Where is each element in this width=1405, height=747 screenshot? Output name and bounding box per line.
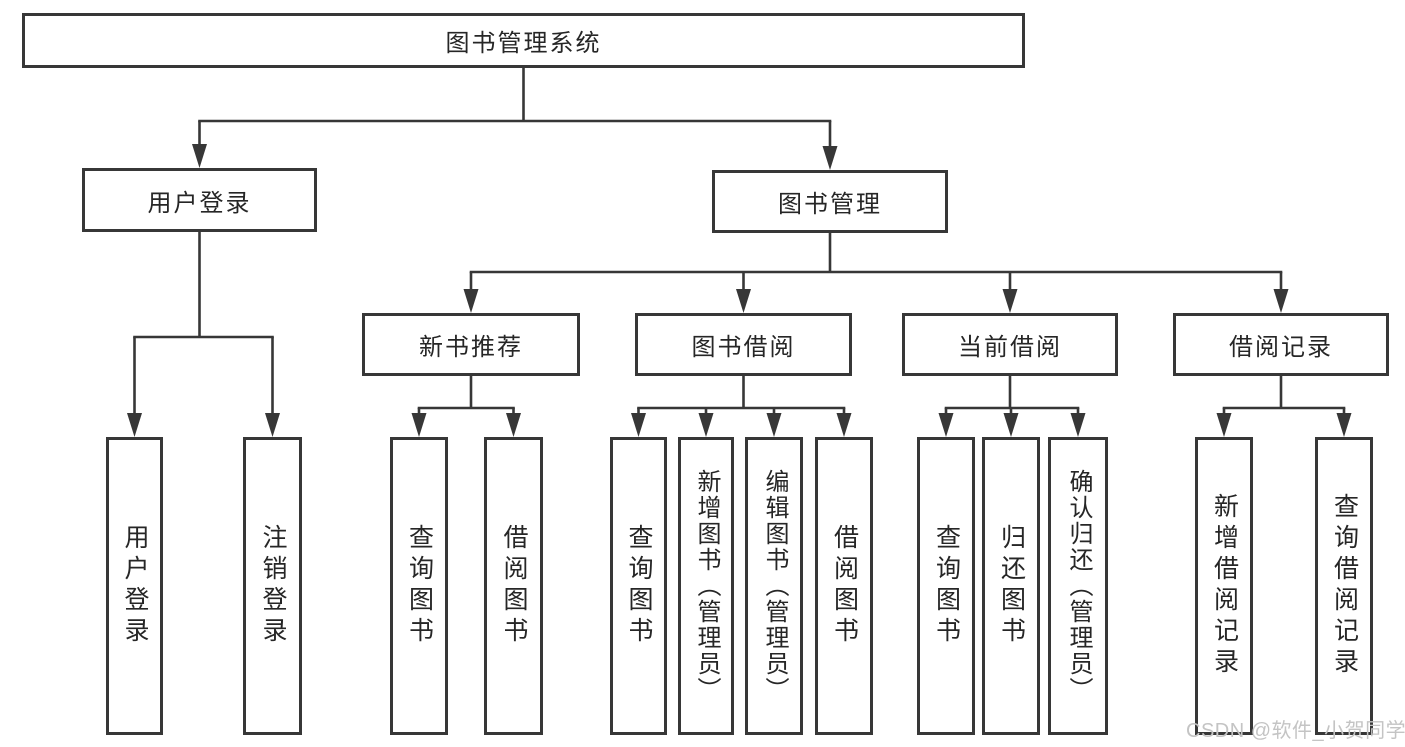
node-new-book-rec: 新书推荐	[362, 313, 580, 376]
node-root-label: 图书管理系统	[445, 30, 602, 57]
node-borrow-records-label: 借阅记录	[1229, 334, 1333, 361]
node-current-borrow: 当前借阅	[902, 313, 1118, 376]
node-root: 图书管理系统	[22, 13, 1025, 68]
leaf-query-books-rec: 查询图书	[390, 437, 448, 735]
leaf-add-book-admin-label: 新增图书（管理员）	[693, 469, 720, 703]
leaf-user-login-label: 用户登录	[121, 524, 149, 648]
node-book-borrow-label: 图书借阅	[691, 334, 796, 361]
leaf-query-borrow-record: 查询借阅记录	[1315, 437, 1373, 735]
leaf-return-book-label: 归还图书	[997, 524, 1026, 648]
connector-new-book-rec-children	[411, 376, 521, 437]
leaf-borrow-books-rec-label: 借阅图书	[500, 524, 528, 648]
connector-book-mgmt-children	[463, 233, 1289, 313]
leaf-query-books-current-label: 查询图书	[932, 524, 961, 648]
connector-current-borrow-children	[938, 376, 1086, 437]
node-borrow-records: 借阅记录	[1173, 313, 1389, 376]
leaf-query-books-borrow: 查询图书	[610, 437, 667, 735]
leaf-return-book: 归还图书	[982, 437, 1040, 735]
leaf-query-books-borrow-label: 查询图书	[625, 524, 653, 648]
leaf-query-books-current: 查询图书	[917, 437, 975, 735]
leaf-borrow-books-rec: 借阅图书	[484, 437, 543, 735]
connector-borrow-records-children	[1216, 376, 1352, 437]
node-book-mgmt-label: 图书管理	[778, 191, 882, 218]
leaf-logout-label: 注销登录	[259, 524, 287, 648]
leaf-add-borrow-record: 新增借阅记录	[1195, 437, 1253, 735]
connector-book-borrow-children	[631, 376, 852, 437]
node-user-login: 用户登录	[82, 168, 317, 232]
watermark: CSDN @软件_小贺同学	[1186, 720, 1405, 742]
node-current-borrow-label: 当前借阅	[958, 334, 1062, 361]
node-book-borrow: 图书借阅	[635, 313, 852, 376]
leaf-query-borrow-record-label: 查询借阅记录	[1330, 493, 1359, 679]
node-new-book-rec-label: 新书推荐	[419, 334, 523, 361]
leaf-borrow-books-2-label: 借阅图书	[830, 524, 859, 648]
node-user-login-label: 用户登录	[147, 189, 252, 217]
leaf-borrow-books-2: 借阅图书	[815, 437, 873, 735]
leaf-logout: 注销登录	[243, 437, 302, 735]
leaf-confirm-return-admin: 确认归还（管理员）	[1048, 437, 1108, 735]
leaf-query-books-rec-label: 查询图书	[405, 524, 434, 648]
connector-user-login-children	[127, 232, 280, 437]
leaf-confirm-return-admin-label: 确认归还（管理员）	[1065, 469, 1092, 703]
node-book-mgmt: 图书管理	[712, 170, 948, 233]
leaf-add-book-admin: 新增图书（管理员）	[678, 437, 734, 735]
leaf-edit-book-admin: 编辑图书（管理员）	[745, 437, 803, 735]
leaf-add-borrow-record-label: 新增借阅记录	[1210, 493, 1239, 679]
leaf-user-login: 用户登录	[106, 437, 163, 735]
connector-root-to-level2	[192, 68, 838, 170]
leaf-edit-book-admin-label: 编辑图书（管理员）	[761, 469, 788, 703]
